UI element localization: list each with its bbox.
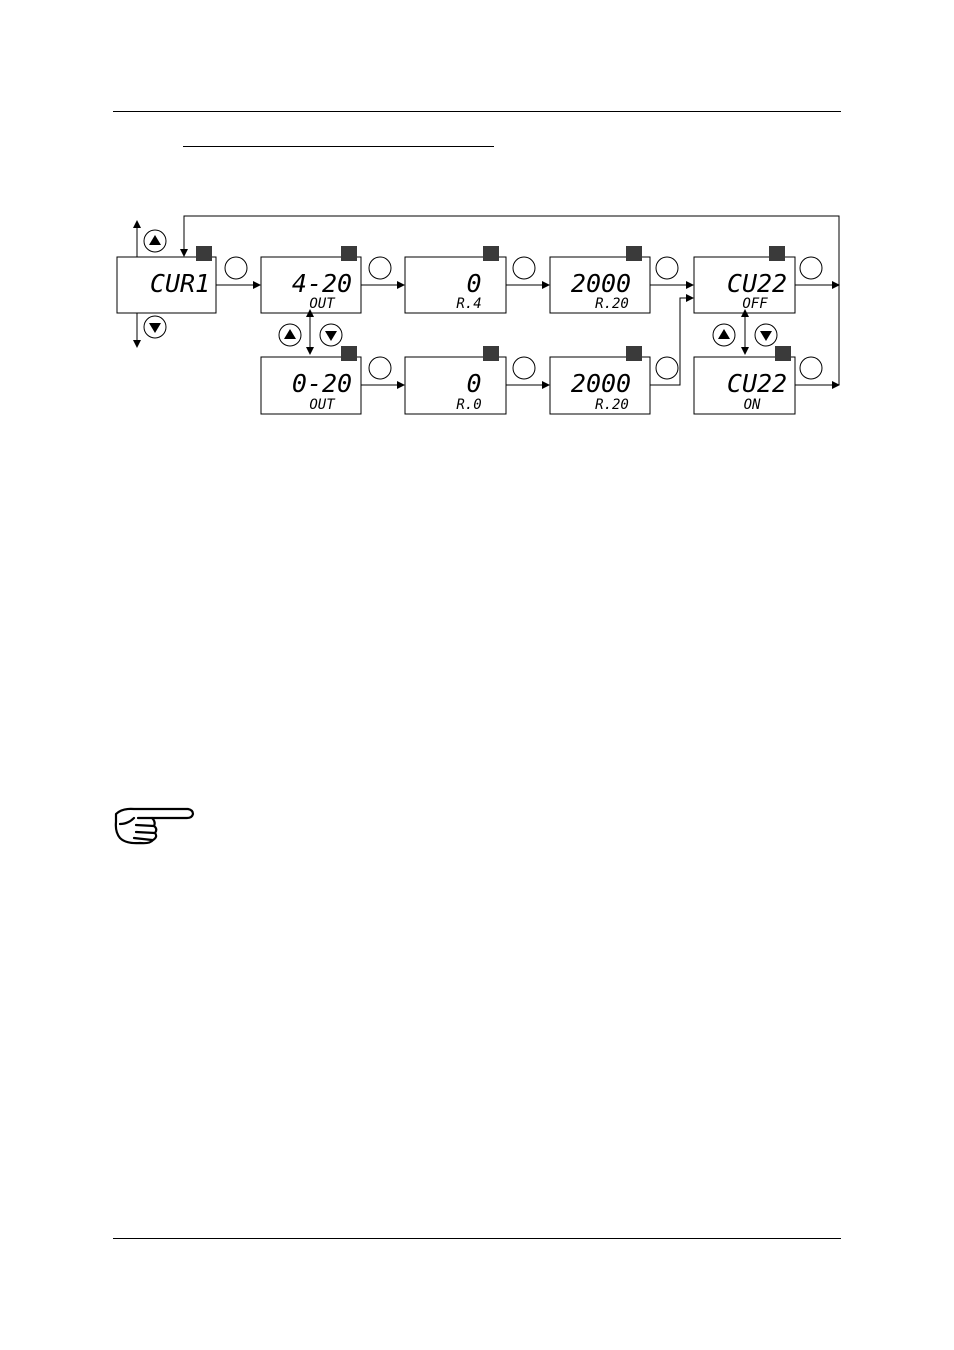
display-out-0-20: 0-20 OUT <box>261 346 361 414</box>
display-sub-text: OUT <box>309 397 336 413</box>
down-arrow-button-icon <box>144 316 166 338</box>
display-r4: 0 R.4 <box>405 246 506 313</box>
display-out-4-20: 4-20 OUT <box>261 246 361 313</box>
display-cur1: CUR1 <box>117 246 216 313</box>
display-main-text: 0-20 <box>292 369 352 398</box>
enter-button-icon <box>513 257 535 279</box>
enter-button-icon <box>369 257 391 279</box>
pointing-hand-icon <box>112 804 196 848</box>
display-cu22-on: CU22 ON <box>694 346 795 414</box>
indicator-led <box>341 246 357 261</box>
display-r0: 0 R.0 <box>405 346 506 414</box>
display-sub-text: R.4 <box>456 296 481 312</box>
display-main-text: 0 <box>466 369 481 398</box>
enter-button-icon <box>513 357 535 379</box>
up-arrow-button-icon <box>713 324 735 346</box>
indicator-led <box>626 346 642 361</box>
indicator-led <box>483 346 499 361</box>
indicator-led <box>626 246 642 261</box>
enter-button-icon <box>656 357 678 379</box>
enter-button-icon <box>369 357 391 379</box>
down-arrow-button-icon <box>320 324 342 346</box>
display-main-text: CU22 <box>727 369 787 398</box>
indicator-led <box>483 246 499 261</box>
up-arrow-button-icon <box>279 324 301 346</box>
indicator-led <box>775 346 791 361</box>
enter-button-icon <box>656 257 678 279</box>
enter-button-icon <box>800 257 822 279</box>
display-r20-bottom: 2000 R.20 <box>550 346 650 414</box>
display-cu22-off: CU22 OFF <box>694 246 795 313</box>
display-sub-text: ON <box>744 397 761 413</box>
display-sub-text: R.20 <box>595 397 629 413</box>
indicator-led <box>341 346 357 361</box>
enter-button-icon <box>800 357 822 379</box>
up-arrow-button-icon <box>144 230 166 252</box>
indicator-led <box>196 246 212 261</box>
indicator-led <box>769 246 785 261</box>
footer-rule <box>113 1238 841 1239</box>
display-main-text: CU22 <box>727 269 787 298</box>
display-r20-top: 2000 R.20 <box>550 246 650 313</box>
display-sub-text: OUT <box>309 296 336 312</box>
display-main-text: 4-20 <box>292 269 352 298</box>
display-sub-text: OFF <box>742 296 768 312</box>
display-main-text: 0 <box>466 269 481 298</box>
display-main-text: CUR1 <box>150 269 210 298</box>
current-output-menu-diagram: CUR1 4-20 OUT 0 R.4 2000 R.20 CU22 OFF 0… <box>0 0 954 430</box>
enter-button-icon <box>225 257 247 279</box>
down-arrow-button-icon <box>755 324 777 346</box>
display-sub-text: R.20 <box>595 296 629 312</box>
display-sub-text: R.0 <box>456 397 481 413</box>
display-main-text: 2000 <box>571 269 631 298</box>
display-main-text: 2000 <box>571 369 631 398</box>
